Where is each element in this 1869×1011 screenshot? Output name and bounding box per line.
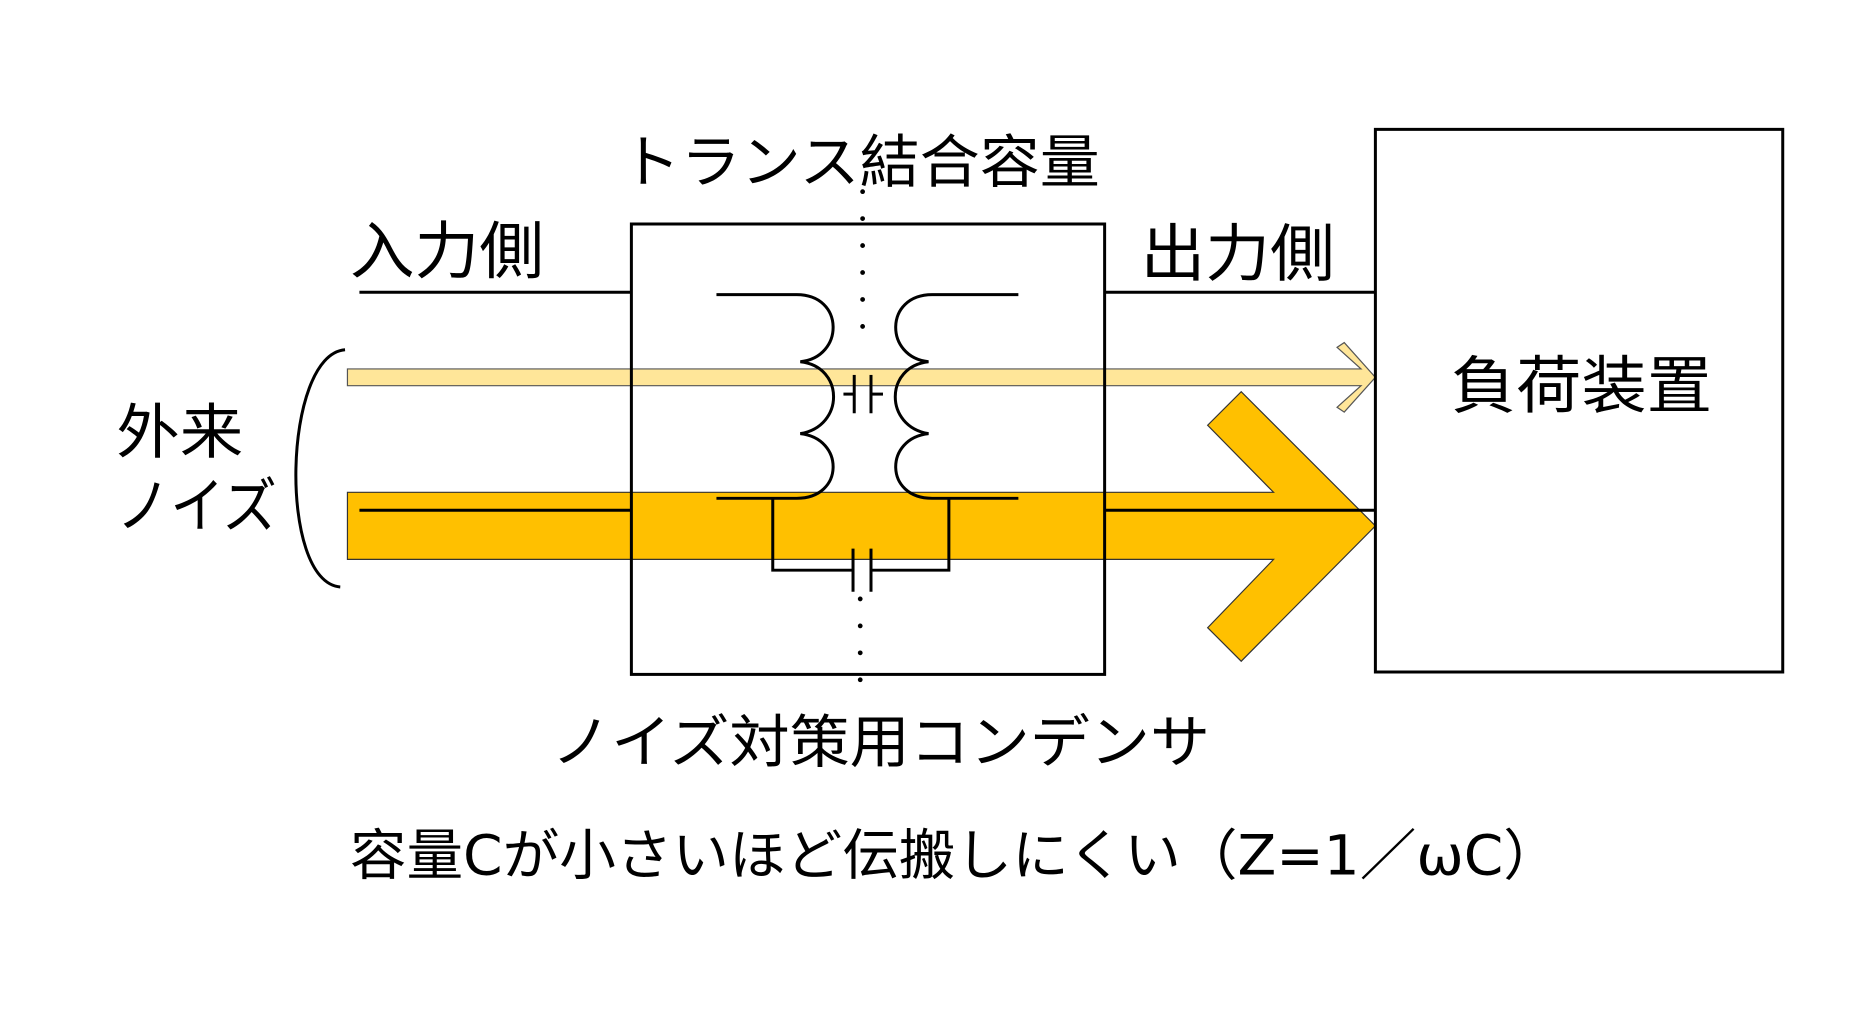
- external-noise-label-2: ノイズ: [116, 472, 277, 542]
- external-noise-label-1: 外来: [116, 398, 243, 468]
- output-side-label: 出力側: [1141, 218, 1335, 291]
- noise-capacitor-label: ノイズ対策用コンデンサ: [551, 709, 1210, 776]
- strong-noise-arrow: [346, 390, 1377, 663]
- coupling-capacitance-label: トランス結合容量: [621, 129, 1100, 196]
- load-device-label: 負荷装置: [1451, 349, 1712, 422]
- capacitance-note: 容量Cが小さいほど伝搬しにくい（Z=1／ωC）: [350, 823, 1560, 887]
- input-side-label: 入力側: [350, 215, 544, 288]
- noise-bracket: [294, 348, 346, 589]
- noise-capacitor-symbol: [771, 498, 951, 592]
- coupling-capacitor-symbol: [843, 374, 883, 414]
- secondary-coil: [893, 293, 1019, 500]
- weak-noise-arrow: [346, 341, 1377, 413]
- load-device-box: [1373, 127, 1785, 674]
- primary-coil: [716, 293, 835, 500]
- transformer-box: [629, 222, 1107, 676]
